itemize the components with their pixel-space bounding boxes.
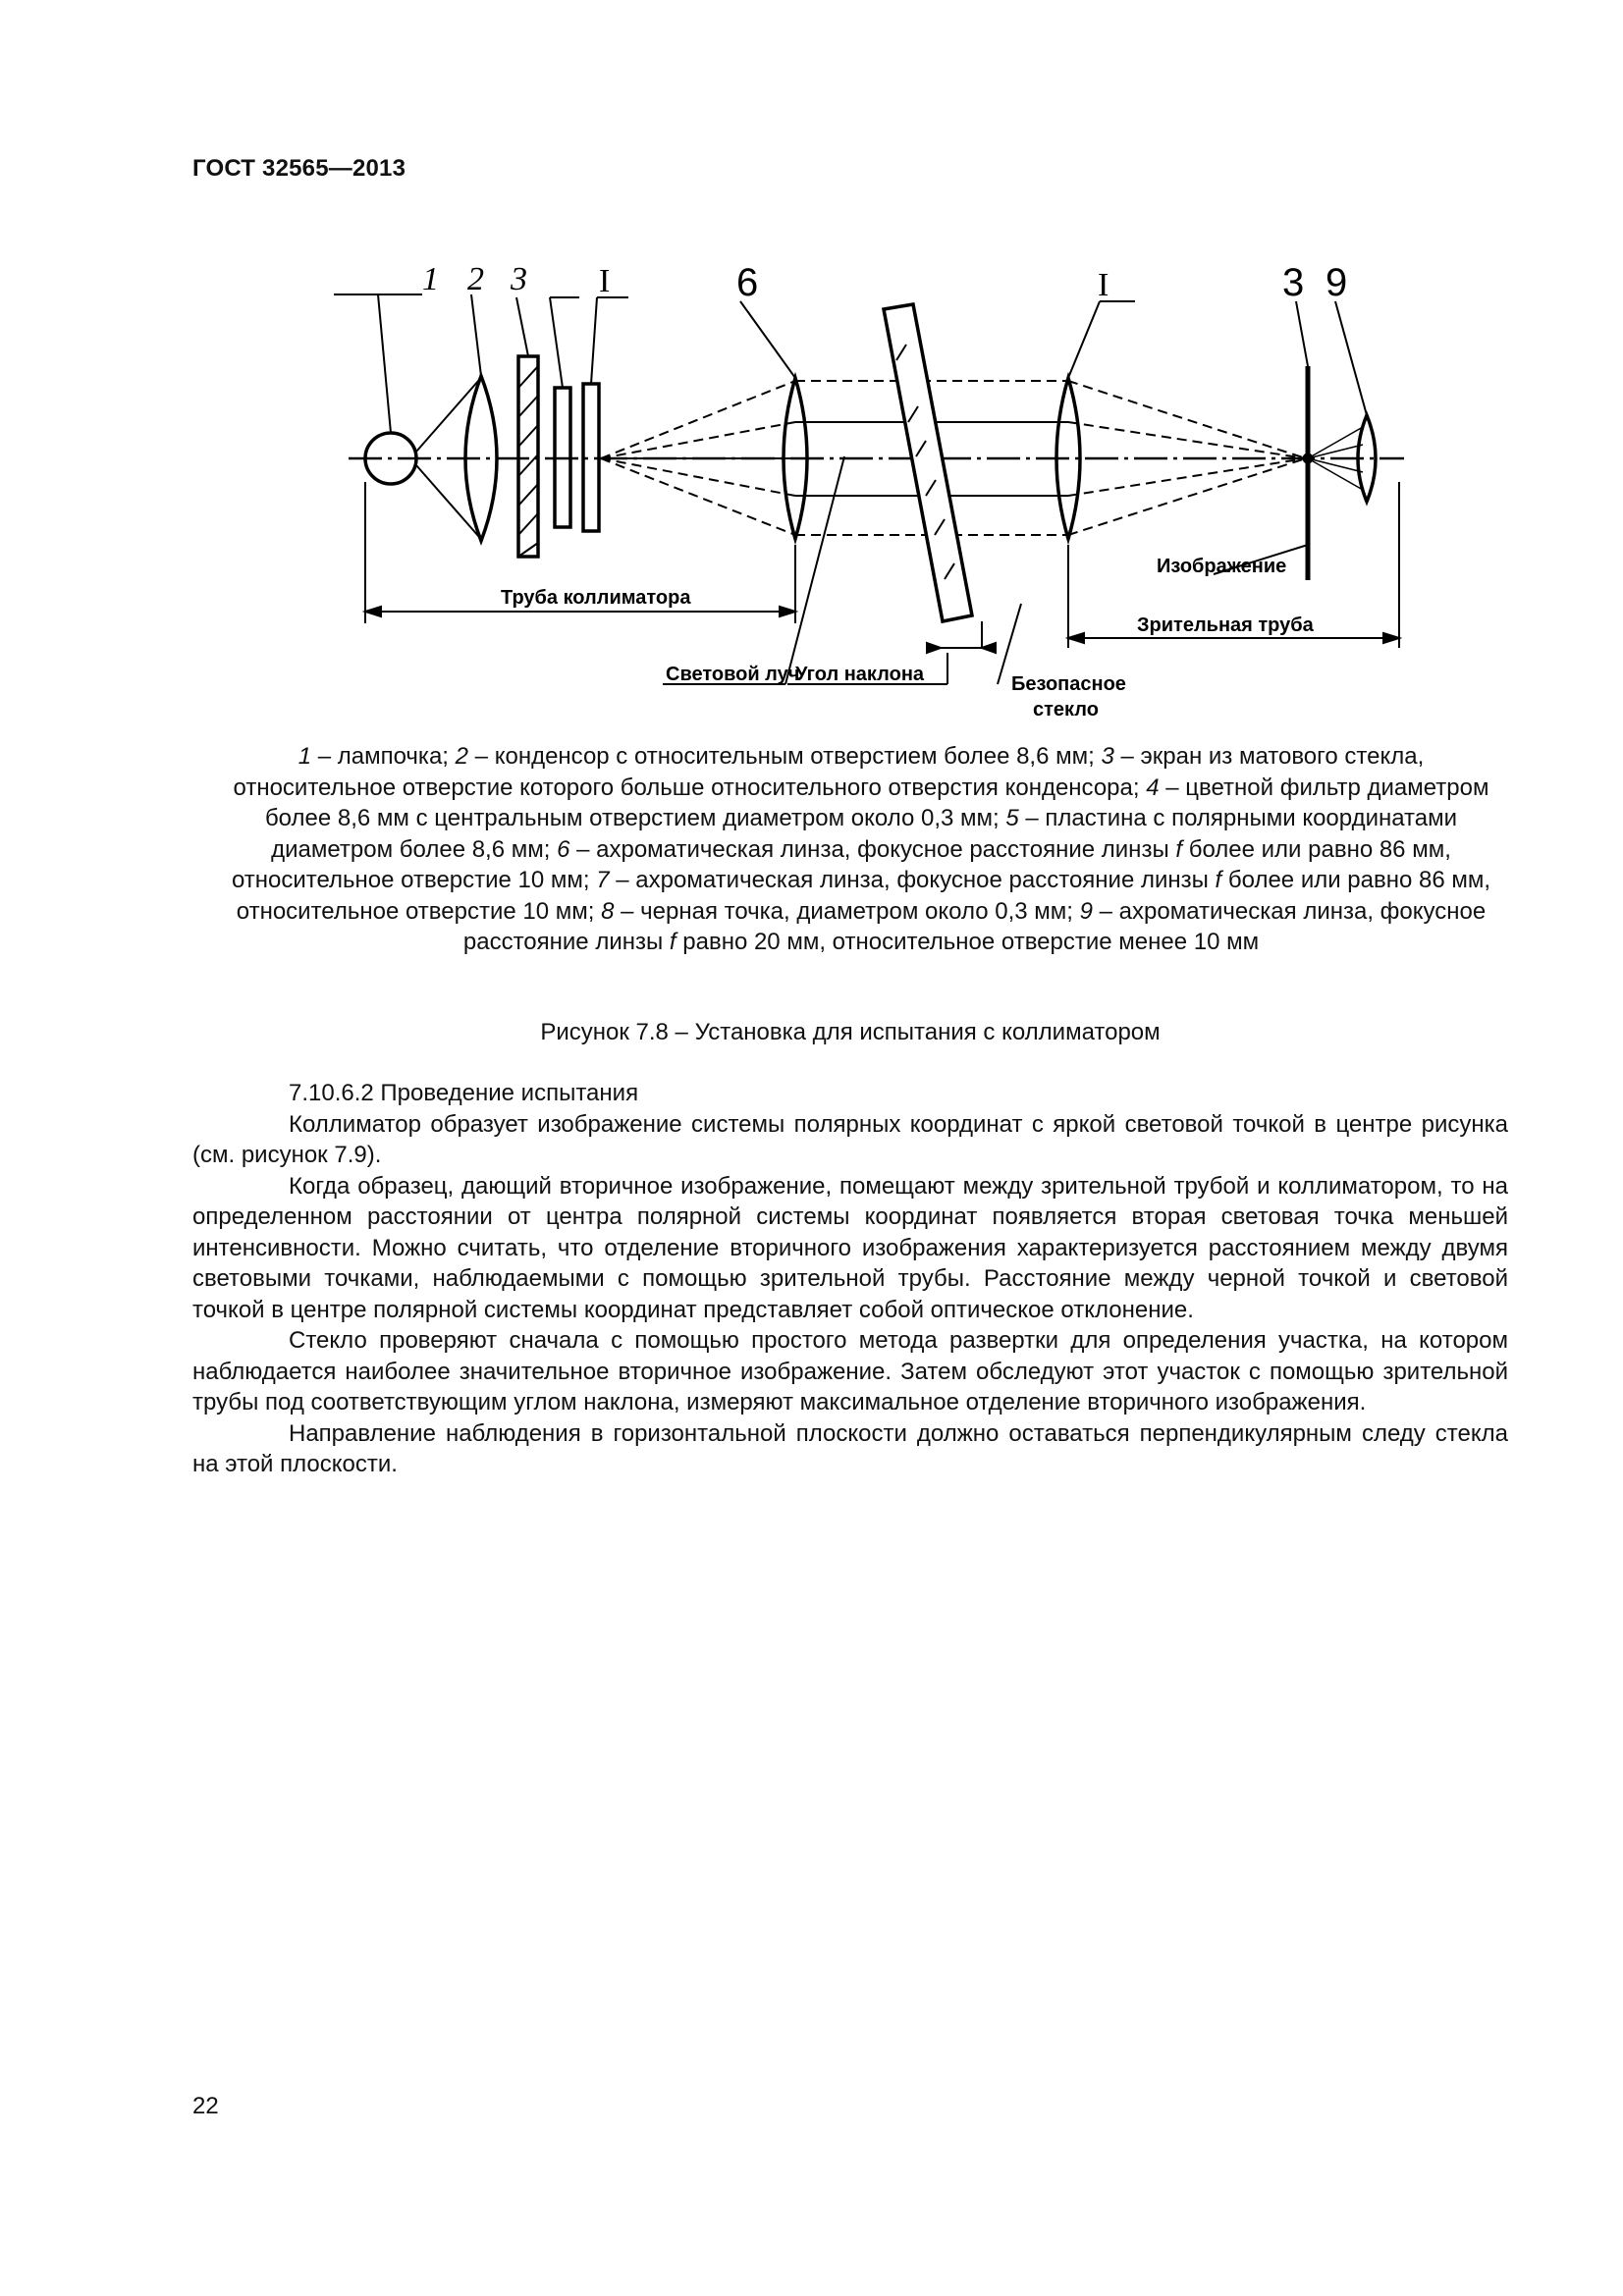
legend-text: равно 20 мм, относительное отверстие мен… <box>676 929 1260 955</box>
legend-text: – ахроматическая линза, фокусное расстоя… <box>609 867 1216 893</box>
legend-text: – ахроматическая линза, фокусное расстоя… <box>462 897 1487 956</box>
document-header: ГОСТ 32565—2013 <box>192 155 406 182</box>
legend-num: 9 <box>1079 897 1093 925</box>
condenser-lens-icon <box>463 371 499 546</box>
legend-text: – черная точка, диаметром около 0,3 мм; <box>614 897 1080 925</box>
label-image: Изображение <box>1157 556 1286 577</box>
collimator-setup-figure: 1 2 3 I 6 I 3 9 Труба коллиматора Изобра… <box>334 250 1414 731</box>
label-light-beam: Световой луч <box>666 664 799 685</box>
paragraph: Коллиматор образует изображение системы … <box>192 1110 1508 1169</box>
fig-num-4: I <box>599 263 610 299</box>
paragraph: Стекло проверяют сначала с помощью прост… <box>192 1327 1508 1415</box>
legend-text: – конденсор с относительным отверстием б… <box>468 743 1102 770</box>
legend-num: 2 <box>455 743 469 770</box>
legend-num: 4 <box>1146 774 1160 801</box>
legend-text: – цветной фильтр диаметром более 8,6 мм … <box>264 774 1489 832</box>
label-collimator-tube: Труба коллиматора <box>501 587 691 609</box>
legend-num: f <box>1175 835 1183 863</box>
fig-num-3: 3 <box>510 261 527 297</box>
label-safety-glass-1: Безопасное <box>1011 673 1126 695</box>
fig-num-9: 9 <box>1325 261 1347 304</box>
legend-num: 7 <box>596 867 610 893</box>
section-body: 7.10.6.2 Проведение испытания Коллиматор… <box>192 1078 1508 1480</box>
legend-num: 8 <box>601 897 615 925</box>
fig-num-7: I <box>1098 267 1109 303</box>
legend-text: – ахроматическая линза, фокусное расстоя… <box>569 835 1176 863</box>
lens-6-icon <box>782 371 809 546</box>
eyepiece-lens-icon <box>1356 410 1378 507</box>
paragraph: Когда образец, дающий вторичное изображе… <box>192 1172 1508 1323</box>
legend-text: – пластина с полярными координатами диам… <box>271 805 1458 863</box>
subsection-heading: 7.10.6.2 Проведение испытания <box>289 1080 639 1106</box>
legend-num: 1 <box>298 743 312 770</box>
legend-text: более или равно 86 мм, относительное отв… <box>236 867 1491 925</box>
legend-num: 5 <box>1005 805 1019 831</box>
figure-caption: Рисунок 7.8 – Установка для испытания с … <box>540 1019 1161 1045</box>
lens-7-icon <box>1055 371 1082 546</box>
legend-num: f <box>1215 867 1222 893</box>
label-safety-glass-2: стекло <box>1033 699 1099 721</box>
legend-num: 3 <box>1101 743 1114 770</box>
label-tilt-angle: Угол наклона <box>795 664 925 685</box>
paragraph: Направление наблюдения в горизонтальной … <box>192 1419 1508 1478</box>
page-number: 22 <box>192 2093 219 2119</box>
label-viewing-tube: Зрительная труба <box>1137 614 1315 636</box>
legend-text: – экран из матового стекла, относительно… <box>233 743 1425 801</box>
legend-text: более или равно 86 мм, относительное отв… <box>231 835 1451 894</box>
legend-num: 6 <box>557 835 570 863</box>
figure-legend: 1 – лампочка; 2 – конденсор с относитель… <box>218 741 1504 958</box>
fig-num-8: 3 <box>1282 261 1304 304</box>
safety-glass-icon <box>881 301 975 624</box>
fig-num-1: 1 <box>422 261 439 297</box>
fig-num-6: 6 <box>736 261 758 304</box>
legend-num: f <box>669 929 676 955</box>
legend-text: – лампочка; <box>311 743 456 770</box>
optical-diagram: 1 2 3 I 6 I 3 9 Труба коллиматора Изобра… <box>334 261 1404 721</box>
fig-num-2: 2 <box>467 261 484 297</box>
